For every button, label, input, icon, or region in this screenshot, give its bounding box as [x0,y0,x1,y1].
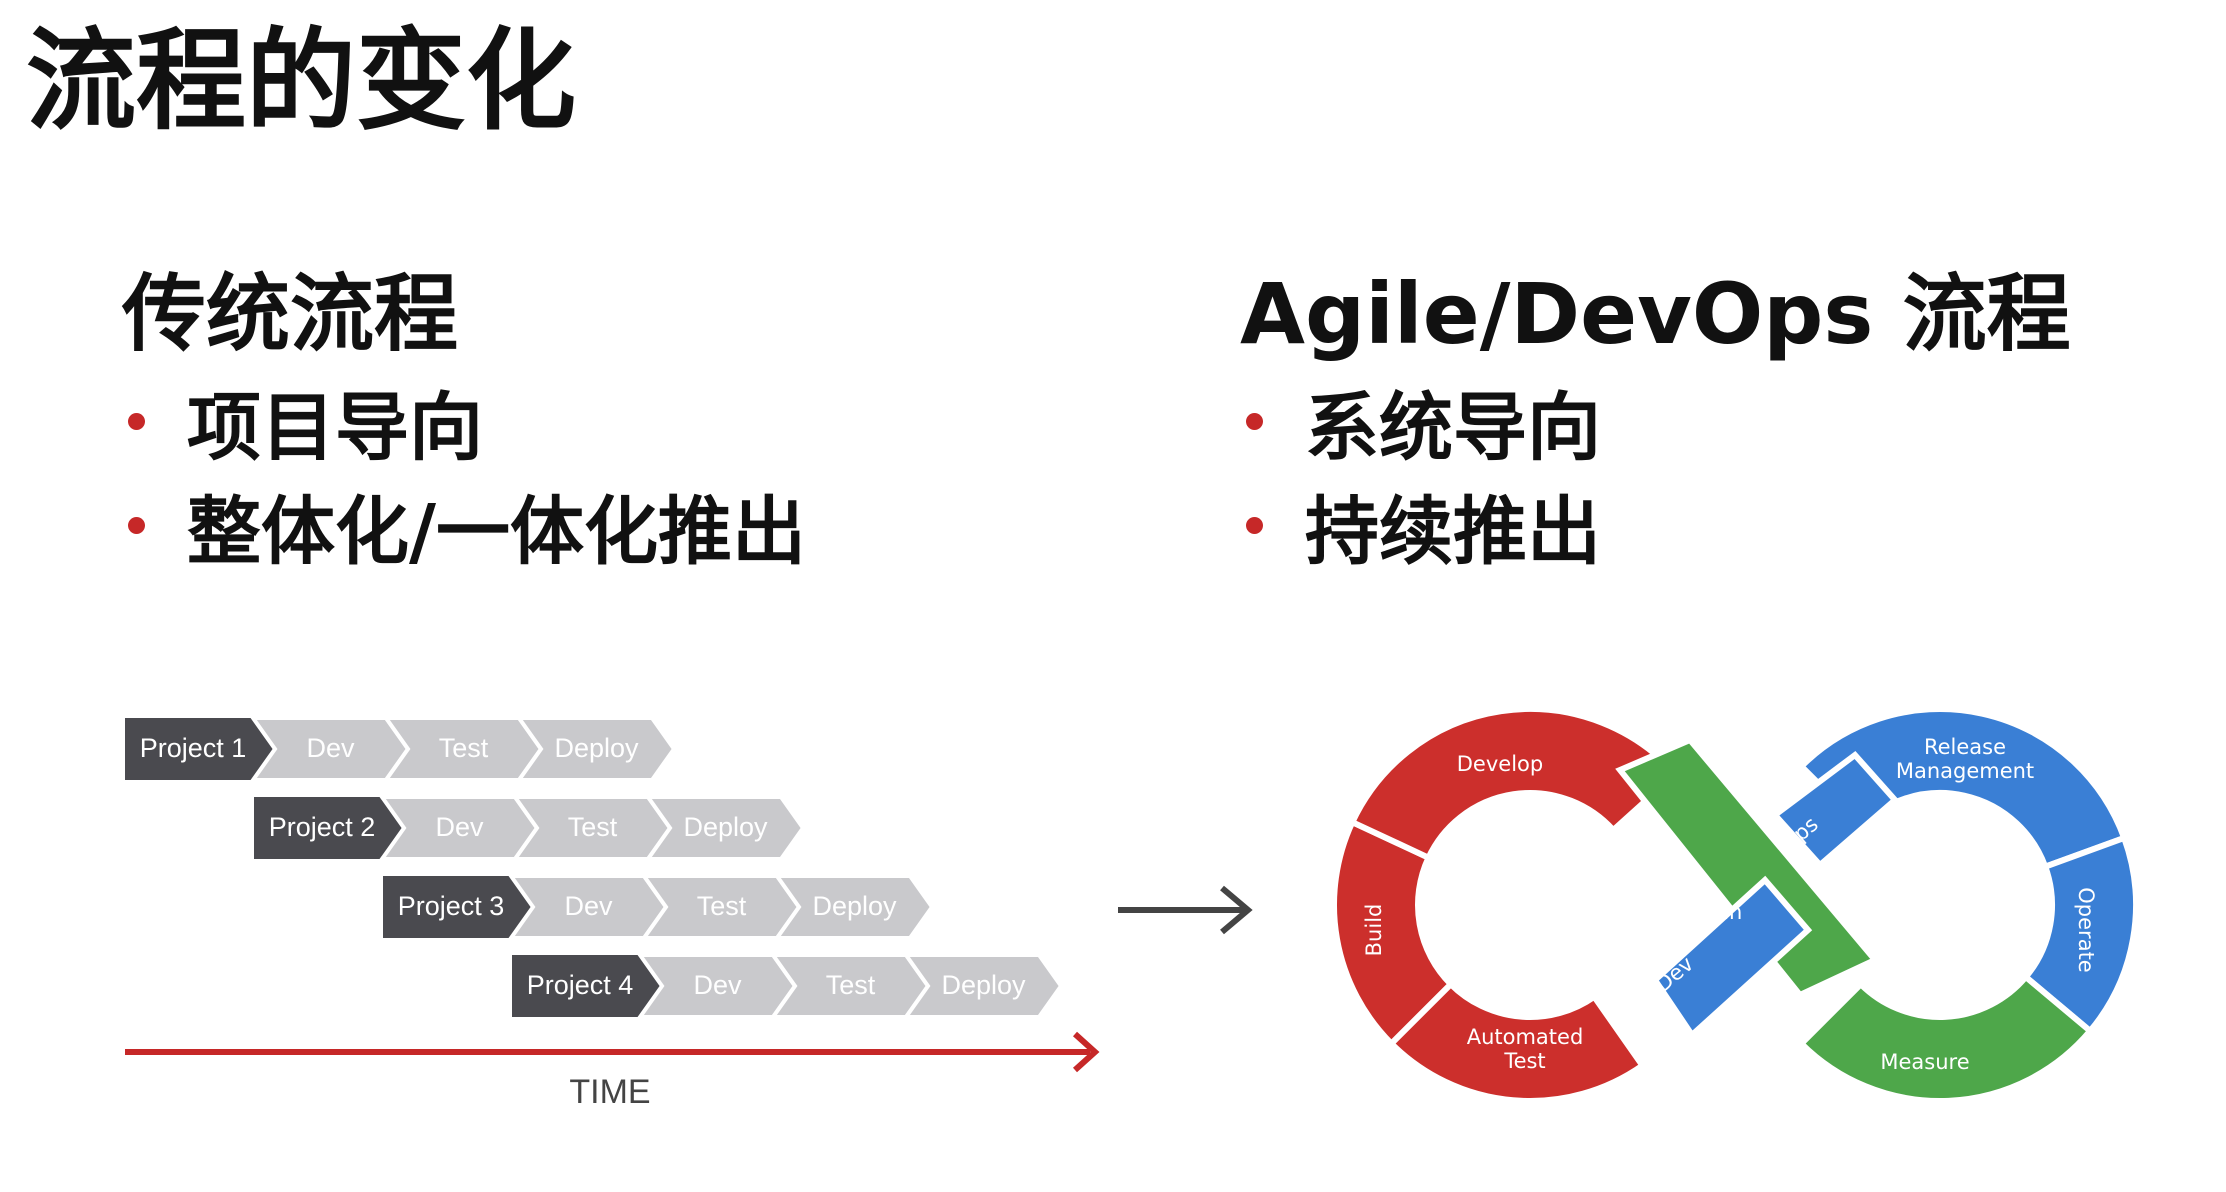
project-chevron [512,955,662,1017]
loop-label-build: Build [1362,904,1386,957]
loop-label-develop: Develop [1457,752,1543,776]
stage-label: Dev [693,970,742,1000]
loop-segment-build [1331,818,1456,1048]
timeline-row: Project 4 Dev Test Deploy [512,953,1064,1019]
timeline-row: Project 2 Dev Test Deploy [254,795,806,861]
project-label: Project 1 [140,733,247,763]
stage-label: Test [697,891,747,921]
stage-label: Dev [564,891,613,921]
traditional-bullet-1: 项目导向 [122,369,806,473]
bullet-dot-icon [1246,516,1263,534]
loop-segment-measure [1797,972,2095,1104]
stage-label: Test [826,970,876,1000]
stage-chevron [515,716,677,782]
bullet-dot-icon [128,412,145,430]
page-title: 流程的变化 [26,17,576,145]
bullet-text: 系统导向 [1305,384,1601,471]
bullet-text: 持续推出 [1305,488,1601,575]
stage-chevron [773,874,935,940]
loop-label-plan: Plan [1698,900,1743,924]
loop-label-measure: Measure [1880,1050,1969,1074]
loop-segment-ops [1770,750,1900,870]
loop-segment-automated-test [1387,979,1647,1104]
stage-label: Deploy [683,812,768,842]
agile-process-column: Agile/DevOps 流程 系统导向 持续推出 [1240,262,2071,577]
timeline-row: Project 1 Dev Test Deploy [125,716,677,782]
stage-label: Deploy [941,970,1026,1000]
bullet-text: 项目导向 [187,384,483,471]
stage-label: Dev [306,733,355,763]
project-chevron [125,718,275,780]
stage-label: Test [439,733,489,763]
traditional-bullet-2: 整体化/一体化推出 [122,473,806,577]
stage-label: Deploy [554,733,639,763]
transition-arrow-icon [1118,885,1253,935]
agile-bullet-2: 持续推出 [1240,473,2071,577]
time-axis-label: TIME [569,1073,650,1111]
time-axis-arrowhead-icon [1072,1031,1100,1073]
loop-segment-release-management [1797,706,2129,871]
traditional-process-column: 传统流程 项目导向 整体化/一体化推出 [122,262,806,577]
project-label: Project 2 [269,812,376,842]
agile-heading: Agile/DevOps 流程 [1240,265,2071,363]
stage-label: Test [568,812,618,842]
traditional-heading: 传统流程 [122,265,459,363]
bullet-dot-icon [1246,412,1263,430]
loop-label-operate: Operate [2074,887,2098,972]
bullet-dot-icon [128,516,145,534]
timeline-row: Project 3 Dev Test Deploy [383,874,935,940]
project-label: Project 3 [398,891,505,921]
project-chevron [254,797,404,859]
loop-segment-dev [1651,875,1813,1040]
agile-bullet-1: 系统导向 [1240,369,2071,473]
project-label: Project 4 [527,970,634,1000]
stage-chevron [902,953,1064,1019]
stage-label: Deploy [812,891,897,921]
bullet-text: 整体化/一体化推出 [187,488,807,575]
project-chevron [383,876,533,938]
stage-chevron [644,795,806,861]
stage-label: Dev [435,812,484,842]
